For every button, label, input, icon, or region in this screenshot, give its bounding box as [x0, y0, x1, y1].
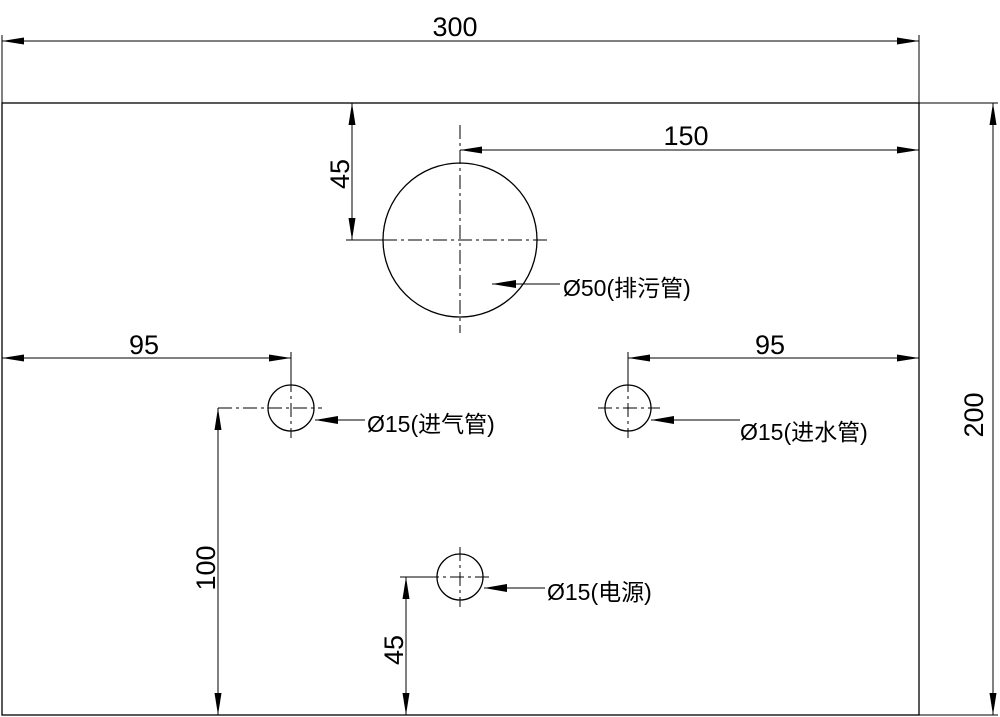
water-label: Ø15(进水管) [740, 419, 868, 445]
dim-gas-from-bottom-text: 100 [191, 545, 221, 590]
power-label: Ø15(电源) [547, 579, 652, 605]
dim-gas-from-left: 95 [2, 330, 292, 378]
power-leader: Ø15(电源) [484, 579, 652, 605]
dim-drain-from-top-text: 45 [325, 159, 355, 189]
drain-label: Ø50(排污管) [563, 275, 691, 301]
dim-total-height: 200 [919, 102, 998, 716]
dim-total-height-text: 200 [959, 392, 989, 437]
panel-outline [1, 102, 920, 716]
dim-drain-from-right-text: 150 [663, 121, 708, 151]
gas-hole [218, 378, 322, 438]
dim-power-from-bottom: 45 [379, 576, 437, 715]
dim-gas-from-left-text: 95 [129, 330, 159, 360]
drain-leader: Ø50(排污管) [492, 275, 691, 301]
dim-gas-from-bottom: 100 [191, 408, 222, 715]
water-leader: Ø15(进水管) [651, 416, 868, 445]
water-hole [598, 378, 660, 438]
dim-drain-from-top: 45 [325, 103, 383, 241]
gas-label: Ø15(进气管) [367, 411, 495, 437]
drain-hole [382, 125, 550, 333]
dim-total-width-text: 300 [432, 12, 477, 42]
dim-water-from-right: 95 [627, 330, 919, 378]
dim-water-from-right-text: 95 [755, 330, 785, 360]
gas-leader: Ø15(进气管) [315, 411, 495, 437]
dim-drain-from-right: 150 [460, 121, 919, 154]
dim-total-width: 300 [1, 12, 920, 103]
dim-power-from-bottom-text: 45 [379, 635, 409, 665]
